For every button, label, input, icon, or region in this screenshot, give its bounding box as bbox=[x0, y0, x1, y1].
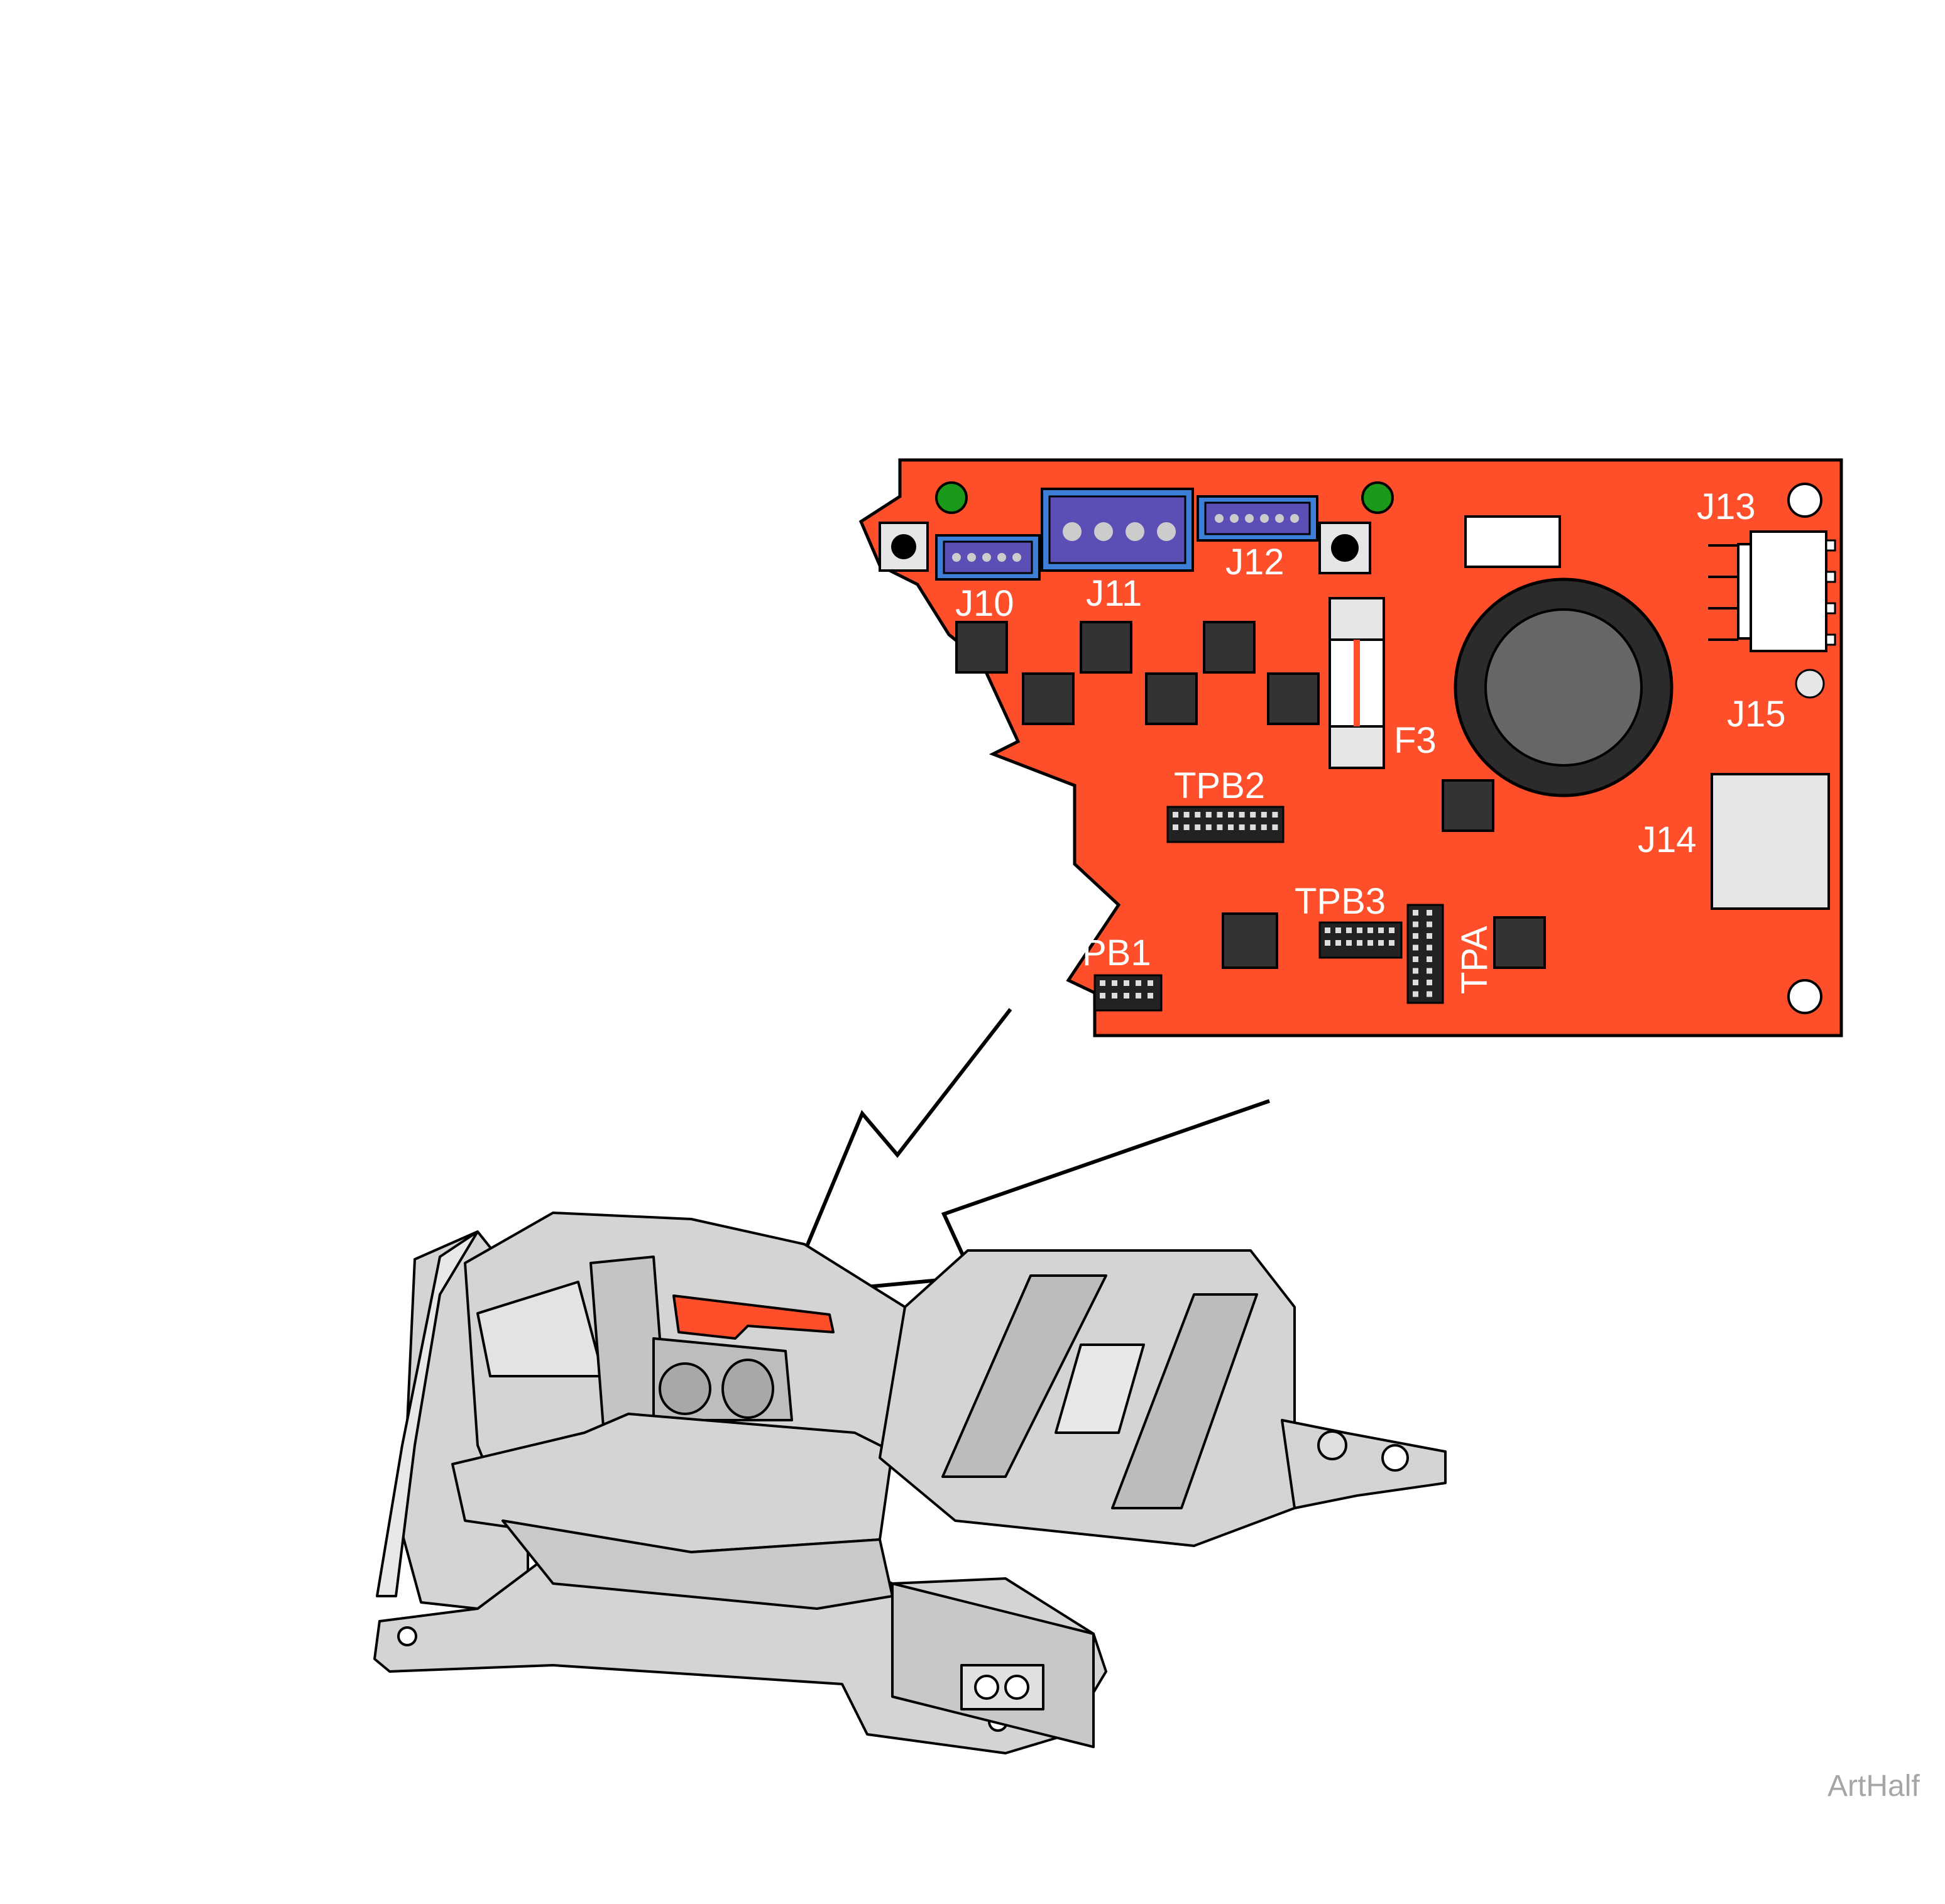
header-pin bbox=[1427, 956, 1432, 962]
header-pin bbox=[1228, 824, 1234, 830]
header-pin bbox=[1357, 927, 1362, 933]
led-green-left bbox=[935, 481, 968, 514]
label-j13: J13 bbox=[1697, 486, 1756, 527]
header-tpa bbox=[1406, 904, 1444, 1004]
highlighted-board bbox=[672, 1294, 835, 1340]
header-pin bbox=[1272, 812, 1278, 818]
label-tpb3: TPB3 bbox=[1295, 881, 1386, 922]
connector-j14 bbox=[1711, 773, 1830, 910]
header-pin bbox=[1413, 910, 1418, 916]
header-pin bbox=[1427, 944, 1432, 951]
header-pin bbox=[1124, 980, 1129, 986]
header-pin bbox=[1148, 993, 1153, 999]
header-pin bbox=[1427, 968, 1432, 974]
header-pin bbox=[1335, 927, 1341, 933]
header-pin bbox=[1413, 933, 1418, 939]
label-j11: J11 bbox=[1086, 573, 1142, 614]
header-pin bbox=[1427, 933, 1432, 939]
circuit-board-detail: J10 J11 J12 J13 J15 J14 F3 TPB2 TPB3 PB1… bbox=[858, 458, 1843, 1037]
header-pin bbox=[1205, 824, 1212, 830]
watermark: ArtHalf bbox=[1827, 1770, 1920, 1803]
header-pin bbox=[1112, 980, 1117, 986]
mounting-hole-mid-right bbox=[1795, 669, 1825, 699]
chair-base-assembly bbox=[373, 1212, 1447, 1754]
white-component bbox=[1464, 515, 1561, 568]
connector-j12 bbox=[1197, 495, 1318, 542]
power-outlet bbox=[960, 1664, 1044, 1710]
header-pin bbox=[1136, 993, 1141, 999]
header-pin bbox=[1100, 980, 1105, 986]
header-pin bbox=[1427, 910, 1432, 916]
header-pin bbox=[1239, 812, 1245, 818]
header-pin bbox=[1195, 812, 1201, 818]
header-pin bbox=[1183, 824, 1190, 830]
header-pin bbox=[1100, 993, 1105, 999]
header-pin bbox=[1367, 940, 1373, 946]
header-pin bbox=[1389, 940, 1394, 946]
header-pin bbox=[1378, 927, 1384, 933]
mounting-hole-bottom-right bbox=[1787, 979, 1822, 1014]
connector-j11 bbox=[1041, 488, 1194, 572]
header-pin bbox=[1217, 812, 1223, 818]
pivot-arm bbox=[1281, 1419, 1447, 1509]
mounting-hole-top-right bbox=[1787, 483, 1822, 518]
header-pin bbox=[1195, 824, 1201, 830]
header-pin bbox=[1413, 968, 1418, 974]
header-pin bbox=[1173, 824, 1178, 830]
header-pin bbox=[1427, 991, 1432, 997]
header-pin bbox=[1413, 921, 1418, 927]
led-green-right bbox=[1361, 481, 1394, 514]
header-pin bbox=[1261, 812, 1267, 818]
header-pin bbox=[1413, 980, 1418, 985]
header-pin bbox=[1261, 824, 1267, 830]
header-pin bbox=[1124, 993, 1129, 999]
header-pin bbox=[1389, 927, 1394, 933]
label-j14: J14 bbox=[1638, 819, 1697, 860]
header-pin bbox=[1148, 980, 1153, 986]
label-f3: F3 bbox=[1394, 720, 1437, 761]
header-pin bbox=[1413, 991, 1418, 997]
label-tpa: TPA bbox=[1454, 926, 1495, 994]
header-pin bbox=[1335, 940, 1341, 946]
header-pin bbox=[1250, 812, 1256, 818]
header-pin bbox=[1413, 956, 1418, 962]
header-pin bbox=[1239, 824, 1245, 830]
label-tpb2: TPB2 bbox=[1174, 765, 1265, 806]
header-pin bbox=[1217, 824, 1223, 830]
header-pin bbox=[1427, 980, 1432, 985]
header-pin bbox=[1346, 940, 1352, 946]
header-pin bbox=[1136, 980, 1141, 986]
header-pin bbox=[1173, 812, 1178, 818]
header-pin bbox=[1367, 927, 1373, 933]
header-pin bbox=[1427, 921, 1432, 927]
label-j12: J12 bbox=[1225, 542, 1285, 583]
header-pin bbox=[1346, 927, 1352, 933]
label-j15: J15 bbox=[1727, 694, 1786, 735]
header-pin bbox=[1325, 927, 1330, 933]
connector-j13 bbox=[1708, 530, 1836, 652]
header-pin bbox=[1205, 812, 1212, 818]
header-pin bbox=[1378, 940, 1384, 946]
component-squares bbox=[955, 621, 1546, 969]
label-tpb1: PB1 bbox=[1082, 933, 1151, 973]
header-pin bbox=[1250, 824, 1256, 830]
header-pin bbox=[1325, 940, 1330, 946]
header-pin bbox=[1228, 812, 1234, 818]
header-pin bbox=[1272, 824, 1278, 830]
label-j10: J10 bbox=[955, 583, 1014, 624]
header-pin bbox=[1112, 993, 1117, 999]
header-pin bbox=[1413, 944, 1418, 951]
buzzer bbox=[1454, 577, 1674, 797]
header-pin bbox=[1357, 940, 1362, 946]
header-pin bbox=[1183, 812, 1190, 818]
connector-j10 bbox=[935, 534, 1041, 581]
fuse-f3 bbox=[1329, 597, 1385, 769]
